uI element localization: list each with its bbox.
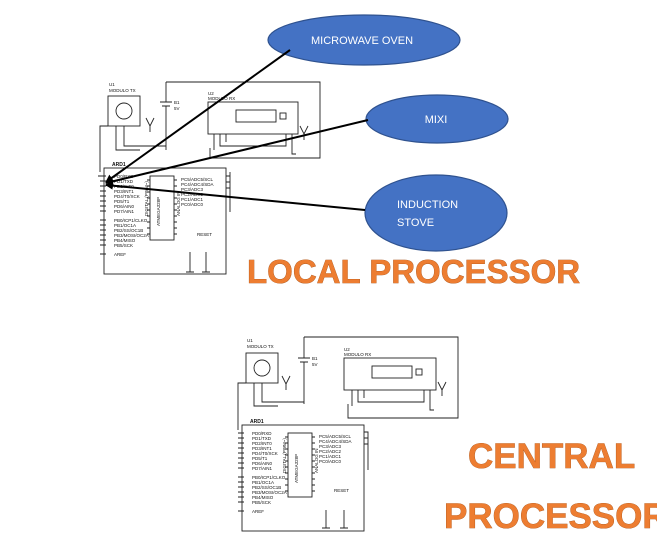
pin-label: PB3/MOSI/OC2A bbox=[114, 233, 149, 238]
pin-label: PC3/ADC3 bbox=[319, 444, 342, 449]
pin-label: PB0/ICP1/CLKO bbox=[252, 475, 286, 480]
pin-label: AREF bbox=[114, 252, 126, 257]
digital-label: DIGITAL (PWM~) bbox=[282, 438, 287, 473]
arrow-induction-to-local bbox=[105, 181, 366, 211]
local-processor-schematic: U1 MODULO TX B1 5V U2 MODULO RX ARD1 ATM… bbox=[98, 81, 321, 275]
pin-label: PD0/RXD bbox=[114, 174, 134, 179]
pin-label: PC0/ADC0 bbox=[319, 459, 342, 464]
central-processor-schematic: U1 MODULO TX B1 5V U2 MODULO RX ARD1 ATM… bbox=[237, 336, 459, 532]
pin-label: PD3/INT1 bbox=[114, 189, 134, 194]
ellipse-node bbox=[267, 14, 461, 66]
b1-value: 5V bbox=[174, 106, 180, 111]
pin-label: PC4/ADC4/SDA bbox=[181, 182, 214, 187]
pin-label: PD7/AIN1 bbox=[114, 209, 135, 214]
u2-part: MODULO RX bbox=[344, 352, 371, 357]
atmega-chip bbox=[149, 175, 175, 241]
central-processor-title-line1: CENTRAL bbox=[468, 437, 635, 476]
pin-label: PC2/ADC2 bbox=[181, 192, 204, 197]
pin-label: PD0/RXD bbox=[252, 431, 272, 436]
central-processor-title-line2: PROCESSOR bbox=[444, 497, 657, 536]
chip-label: ATMEGA328P bbox=[294, 454, 299, 483]
u1-part: MODULO TX bbox=[247, 344, 274, 349]
u2-antenna-icon bbox=[437, 381, 447, 396]
pin-label: PD1/TXD bbox=[252, 436, 272, 441]
pin-label: PC5/ADC5/SCL bbox=[319, 434, 352, 439]
pin-label: PB1/OC1A bbox=[114, 223, 136, 228]
ellipse-node bbox=[364, 174, 508, 252]
pin-label: PB2/SS/OC1B bbox=[114, 228, 143, 233]
pin-label: PB1/OC1A bbox=[252, 480, 274, 485]
appliance-microwave-oven: MICROWAVE OVEN bbox=[267, 14, 461, 66]
u1-antenna-icon bbox=[145, 117, 155, 132]
pin-label: PB5/SCK bbox=[252, 500, 271, 505]
u2-rx-module bbox=[343, 357, 437, 391]
pin-label: PC1/ADC1 bbox=[181, 197, 204, 202]
pin-label: PB4/MISO bbox=[252, 495, 274, 500]
pin-label: PD6/AIN0 bbox=[114, 204, 135, 209]
ard1-name: ARD1 bbox=[250, 419, 264, 425]
pin-label: AREF bbox=[252, 509, 264, 514]
pin-label: PD5/T1 bbox=[114, 199, 130, 204]
appliance-induction-stove: INDUCTION STOVE bbox=[364, 174, 508, 252]
u1-part: MODULO TX bbox=[109, 88, 136, 93]
appliance-label: MICROWAVE OVEN bbox=[311, 35, 413, 47]
pin-label: PC5/ADC5/SCL bbox=[181, 177, 214, 182]
reset-label: RESET bbox=[334, 488, 349, 493]
pin-label: PB2/SS/OC1B bbox=[252, 485, 281, 490]
reset-label: RESET bbox=[197, 232, 212, 237]
pin-label: PB3/MOSI/OC2A bbox=[252, 490, 287, 495]
u2-name: U2 bbox=[344, 347, 350, 352]
pin-label: PC3/ADC3 bbox=[181, 187, 204, 192]
u1-antenna-icon bbox=[281, 375, 291, 390]
b1-name: B1 bbox=[174, 100, 180, 105]
local-processor-title: LOCAL PROCESSOR bbox=[247, 253, 580, 290]
analog-label: ANALOG IN bbox=[176, 191, 181, 216]
b1-value: 5V bbox=[312, 362, 318, 367]
pin-label: PB4/MISO bbox=[114, 238, 136, 243]
pin-label: PD7/AIN1 bbox=[252, 466, 273, 471]
pin-label: PB0/ICP1/CLKO bbox=[114, 218, 148, 223]
u2-rx-module bbox=[207, 101, 299, 135]
pin-label: PD5/T1 bbox=[252, 456, 268, 461]
pin-label: PD1/TXD bbox=[114, 179, 134, 184]
atmega-chip bbox=[287, 432, 313, 498]
pin-label: PD4/T0/XCK bbox=[114, 194, 140, 199]
u1-name: U1 bbox=[247, 338, 253, 343]
u2-name: U2 bbox=[208, 91, 214, 96]
pin-label: PD3/INT1 bbox=[252, 446, 272, 451]
b1-name: B1 bbox=[312, 356, 318, 361]
appliance-label-line1: INDUCTION bbox=[397, 199, 458, 211]
battery-b1-icon bbox=[160, 82, 172, 150]
appliance-label: MIXI bbox=[425, 114, 448, 126]
u1-name: U1 bbox=[109, 82, 115, 87]
arrow-microwave-to-local bbox=[105, 49, 291, 183]
u1-tx-module bbox=[245, 352, 279, 384]
arrow-mixi-to-local bbox=[105, 119, 369, 186]
pin-label: PC0/ADC0 bbox=[181, 202, 204, 207]
pin-label: PC1/ADC1 bbox=[319, 454, 342, 459]
pin-label: PC2/ADC2 bbox=[319, 449, 342, 454]
pin-label: PB5/SCK bbox=[114, 243, 133, 248]
chip-label: ATMEGA328P bbox=[156, 197, 161, 226]
pin-label: PD6/AIN0 bbox=[252, 461, 273, 466]
pin-label: PD2/INT0 bbox=[252, 441, 272, 446]
appliance-label-line2: STOVE bbox=[397, 217, 434, 229]
u2-antenna-icon bbox=[299, 125, 309, 140]
digital-label: DIGITAL (PWM~) bbox=[144, 181, 149, 216]
appliance-mixi: MIXI bbox=[365, 94, 509, 144]
pin-label: PD4/T0/XCK bbox=[252, 451, 278, 456]
pin-label: PC4/ADC4/SDA bbox=[319, 439, 352, 444]
u1-tx-module bbox=[107, 95, 141, 127]
battery-b1-icon bbox=[298, 337, 310, 404]
ard1-name: ARD1 bbox=[112, 162, 126, 168]
ellipse-node bbox=[365, 94, 509, 144]
analog-label: ANALOG IN bbox=[314, 448, 319, 473]
